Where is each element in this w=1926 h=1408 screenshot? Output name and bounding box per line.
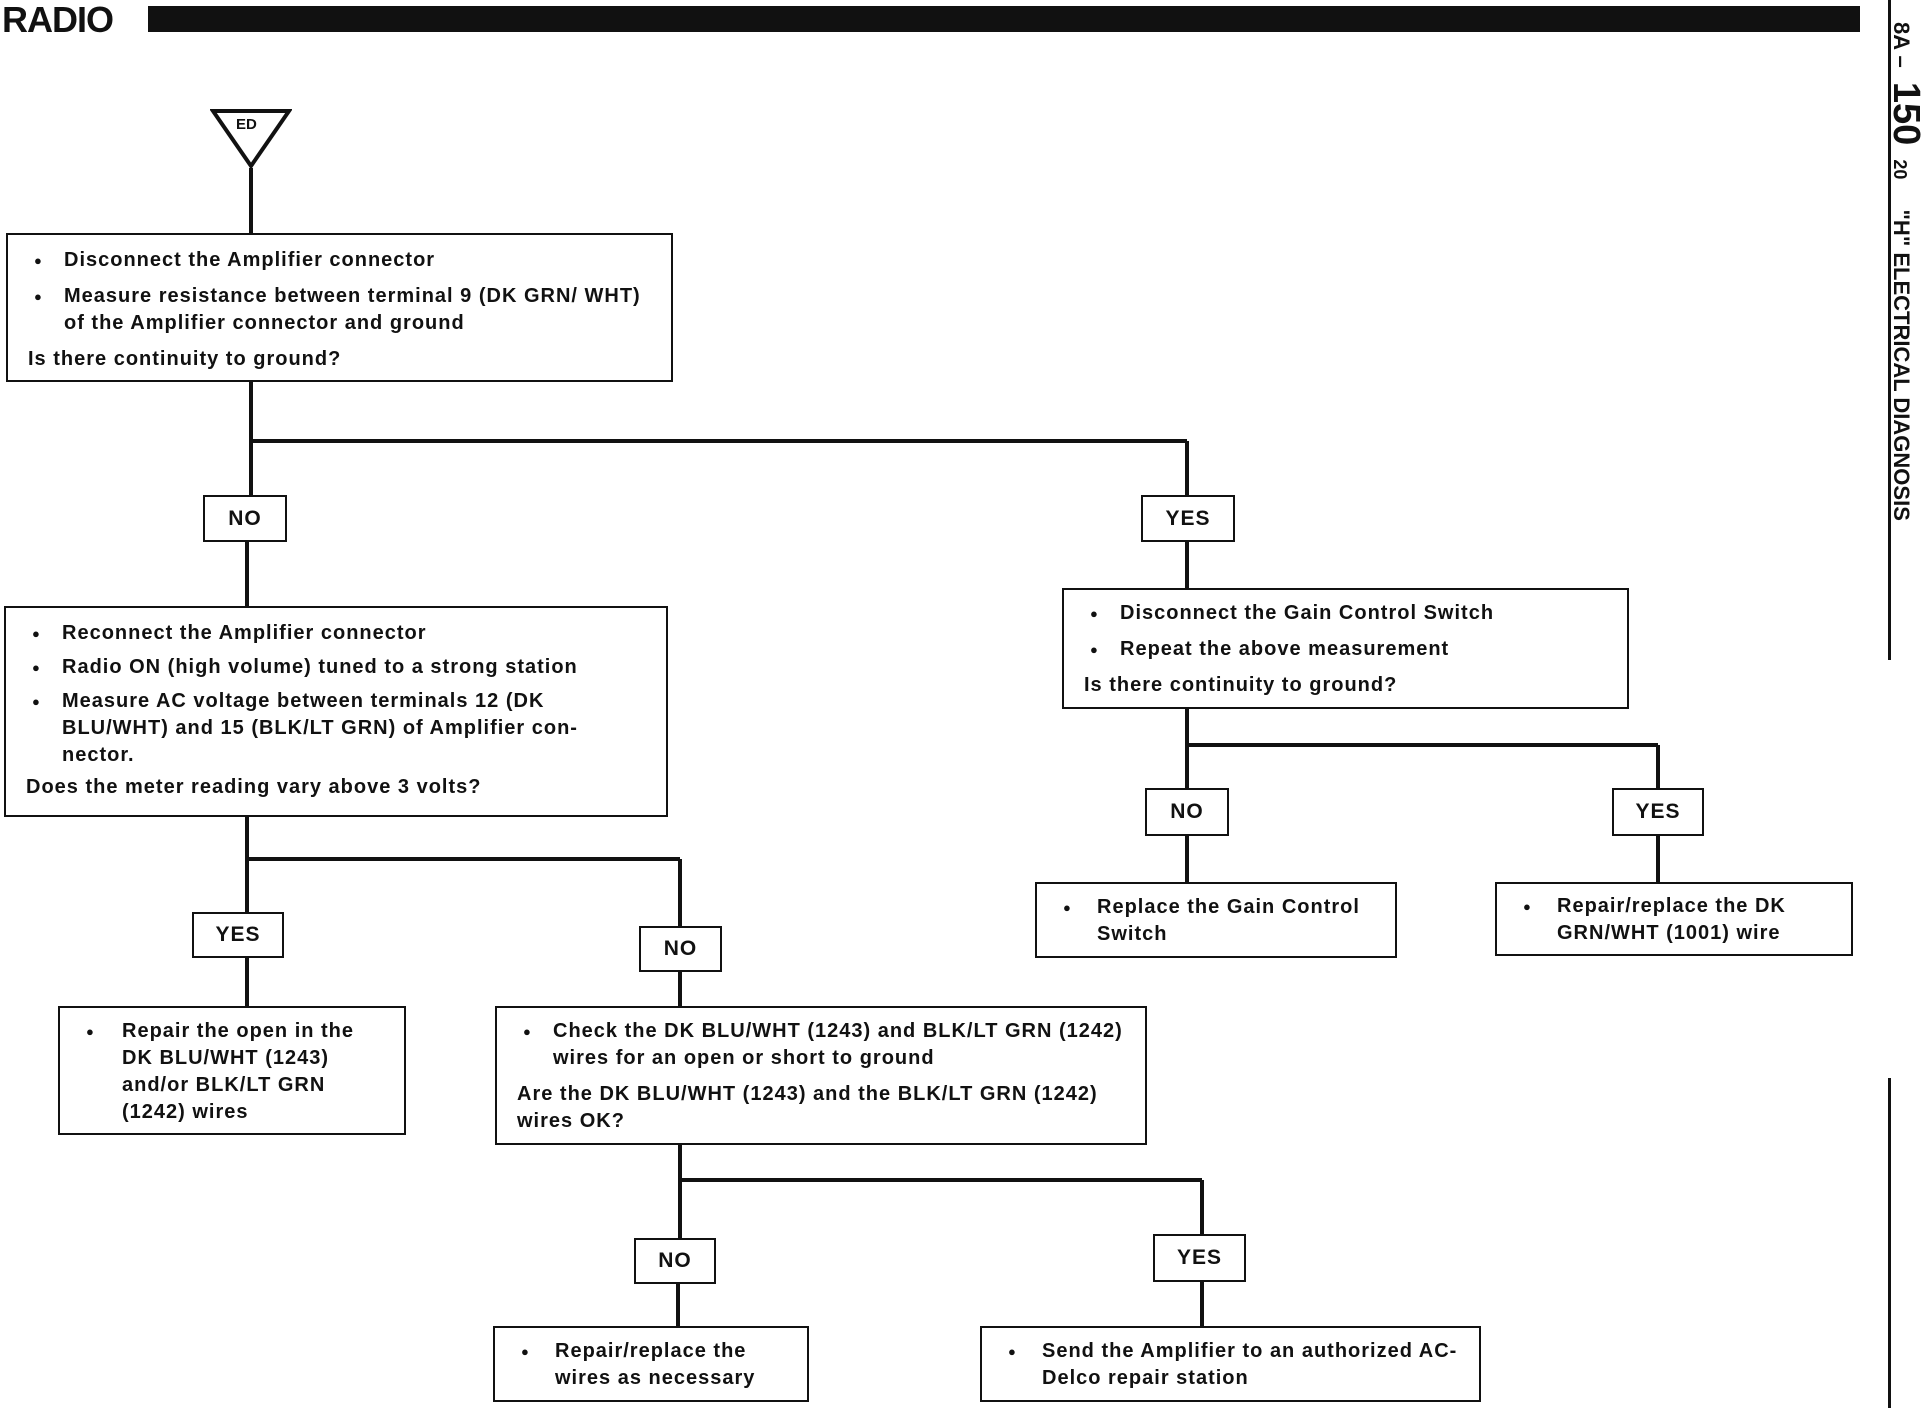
step-question: Does the meter reading vary above 3 volt…: [26, 776, 482, 798]
step-question: Is there continuity to ground?: [28, 348, 342, 370]
step-box-repair-dk-grn-wht: Repair/replace the DK GRN/WHT (1001) wir…: [1495, 882, 1853, 956]
branch-label-no: NO: [634, 1238, 716, 1284]
branch-label-yes: YES: [1141, 495, 1235, 542]
step-bullet: Repair/replace the wires as necessary: [515, 1338, 791, 1392]
step-box-measure-ac-voltage: Reconnect the Amplifier connector Radio …: [4, 606, 668, 817]
start-connector-label: ED: [236, 116, 257, 133]
step-bullet: Radio ON (high volume) tuned to a strong…: [26, 654, 646, 681]
step-bullet: Disconnect the Gain Control Switch: [1084, 600, 1607, 627]
branch-label-no: NO: [203, 495, 287, 542]
branch-label-no: NO: [639, 926, 722, 972]
header-bar: [148, 6, 1860, 32]
side-rule: [1888, 0, 1891, 660]
step-box-repair-open: Repair the open in the DK BLU/WHT (1243)…: [58, 1006, 406, 1135]
branch-label-yes: YES: [192, 912, 284, 958]
step-bullet: Disconnect the Amplifier connector: [28, 247, 651, 274]
step-box-check-wires: Check the DK BLU/WHT (1243) and BLK/LT G…: [495, 1006, 1147, 1145]
branch-label-no: NO: [1145, 788, 1229, 836]
branch-label-yes: YES: [1612, 788, 1704, 836]
step-box-send-amplifier: Send the Amplifier to an authorized AC-D…: [980, 1326, 1481, 1402]
step-bullet: Send the Amplifier to an authorized AC-D…: [1002, 1338, 1463, 1392]
step-question: Are the DK BLU/WHT (1243) and the BLK/LT…: [517, 1083, 1098, 1132]
step-bullet: Repeat the above measurement: [1084, 636, 1607, 663]
step-bullet: Repair the open in the DK BLU/WHT (1243)…: [80, 1018, 388, 1126]
step-box-replace-gain-switch: Replace the Gain Control Switch: [1035, 882, 1397, 958]
branch-label-yes: YES: [1153, 1234, 1246, 1282]
step-bullet: Measure resistance between terminal 9 (D…: [28, 283, 651, 337]
step-bullet: Check the DK BLU/WHT (1243) and BLK/LT G…: [517, 1018, 1125, 1072]
start-triangle-icon: [209, 109, 293, 170]
side-rule-lower: [1888, 1078, 1891, 1408]
page-title: RADIO: [2, 0, 114, 40]
step-bullet: Repair/replace the DK GRN/WHT (1001) wir…: [1517, 893, 1835, 947]
step-box-gain-control-switch: Disconnect the Gain Control Switch Repea…: [1062, 588, 1629, 709]
step-bullet: Measure AC voltage between terminals 12 …: [26, 688, 646, 769]
step-box-amplifier-connector-resistance: Disconnect the Amplifier connector Measu…: [6, 233, 673, 382]
step-bullet: Reconnect the Amplifier connector: [26, 620, 646, 647]
step-box-repair-wires: Repair/replace the wires as necessary: [493, 1326, 809, 1402]
step-question: Is there continuity to ground?: [1084, 674, 1398, 696]
step-bullet: Replace the Gain Control Switch: [1057, 894, 1375, 948]
start-connector-symbol: ED: [209, 108, 293, 170]
